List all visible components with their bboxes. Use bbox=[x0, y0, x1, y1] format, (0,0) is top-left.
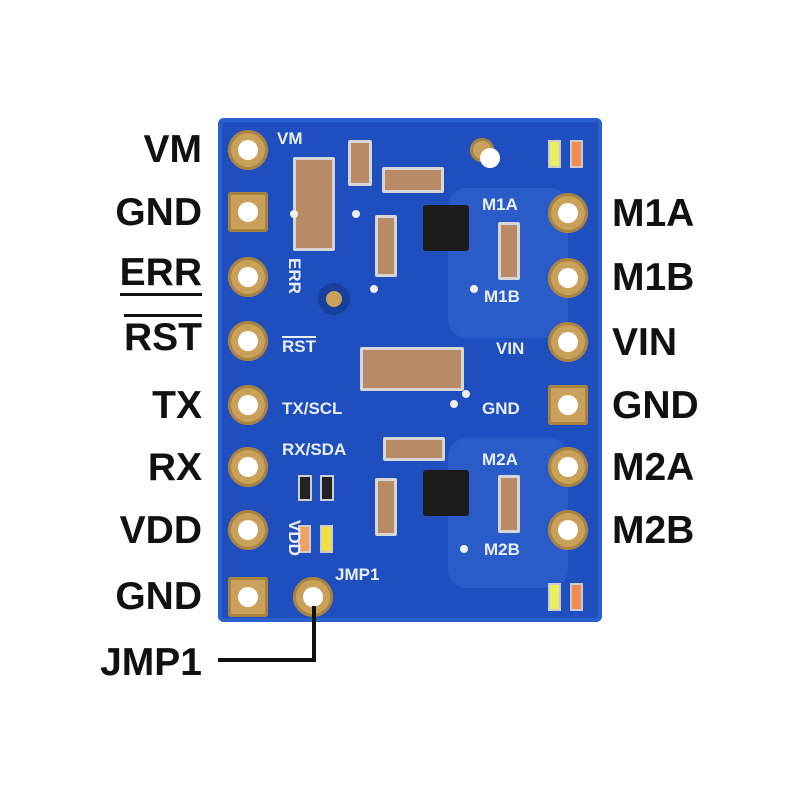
pad-m2b bbox=[548, 510, 588, 550]
resistor bbox=[320, 475, 334, 501]
silk-m2b: M2B bbox=[484, 540, 520, 559]
pad-gnd-right bbox=[548, 385, 588, 425]
mounting-hole bbox=[318, 283, 350, 315]
pin-label-vm: VM bbox=[143, 128, 203, 171]
pad-jmp1 bbox=[293, 577, 333, 617]
capacitor bbox=[360, 347, 464, 391]
pin-label-vin: VIN bbox=[612, 321, 678, 364]
pin-label-m1b: M1B bbox=[612, 256, 695, 299]
led-orange bbox=[570, 140, 583, 168]
capacitor bbox=[375, 215, 397, 277]
pad-vdd bbox=[228, 510, 268, 550]
pad-vin bbox=[548, 322, 588, 362]
pin-label-rst: RST bbox=[124, 314, 202, 359]
silk-rxsda: RX/SDA bbox=[282, 440, 347, 459]
led-yellow bbox=[548, 583, 561, 611]
pad-m1b bbox=[548, 258, 588, 298]
pin-label-rx: RX bbox=[147, 446, 202, 489]
silk-rst: RST bbox=[282, 336, 316, 356]
capacitor bbox=[375, 478, 397, 536]
led-orange bbox=[298, 525, 311, 553]
led-orange bbox=[570, 583, 583, 611]
pad-rx bbox=[228, 447, 268, 487]
capacitor bbox=[348, 140, 372, 186]
pad-rst bbox=[228, 321, 268, 361]
via bbox=[460, 545, 468, 553]
silk-m2a: M2A bbox=[482, 450, 518, 469]
pad-tx bbox=[228, 385, 268, 425]
silk-m1b: M1B bbox=[484, 287, 520, 306]
pad-err bbox=[228, 257, 268, 297]
capacitor bbox=[383, 437, 445, 461]
silk-gnd: GND bbox=[482, 399, 520, 418]
led-yellow bbox=[548, 140, 561, 168]
via bbox=[370, 285, 378, 293]
pin-label-err: ERR bbox=[119, 251, 202, 296]
resistor bbox=[298, 475, 312, 501]
motor-driver-chip-2 bbox=[423, 470, 469, 516]
pin-label-m2a: M2A bbox=[612, 446, 695, 489]
leader-line-horizontal bbox=[218, 658, 316, 662]
pad-gnd-bottom bbox=[228, 577, 268, 617]
via bbox=[450, 400, 458, 408]
silk-jmp1: JMP1 bbox=[335, 565, 380, 584]
pad-gnd bbox=[228, 192, 268, 232]
pin-label-jmp1: JMP1 bbox=[100, 641, 202, 684]
capacitor bbox=[498, 475, 520, 533]
pad-m1a bbox=[548, 193, 588, 233]
pin-label-vdd: VDD bbox=[119, 509, 202, 552]
silk-m1a: M1A bbox=[482, 195, 518, 214]
led-yellow bbox=[320, 525, 333, 553]
pin-label-gnd-left: GND bbox=[115, 191, 202, 234]
pin-label-m1a: M1A bbox=[612, 192, 695, 235]
capacitor bbox=[293, 157, 335, 251]
via bbox=[352, 210, 360, 218]
pad-vm bbox=[228, 130, 268, 170]
pin-label-gnd-right: GND bbox=[612, 384, 699, 427]
pin-label-gnd-bottom: GND bbox=[115, 575, 202, 618]
capacitor bbox=[498, 222, 520, 280]
silk-err: ERR bbox=[285, 258, 304, 294]
motor-driver-chip-1 bbox=[423, 205, 469, 251]
pad-small bbox=[470, 138, 500, 168]
pin-label-tx: TX bbox=[152, 384, 202, 427]
pad-m2a bbox=[548, 447, 588, 487]
silk-vin: VIN bbox=[496, 339, 525, 358]
capacitor bbox=[382, 167, 444, 193]
via bbox=[470, 285, 478, 293]
silk-vdd: VDD bbox=[285, 520, 304, 556]
silk-vm: VM bbox=[277, 129, 303, 148]
via bbox=[290, 210, 298, 218]
pin-label-m2b: M2B bbox=[612, 509, 695, 552]
silk-txscl: TX/SCL bbox=[282, 399, 343, 418]
leader-line-vertical bbox=[312, 606, 316, 662]
via bbox=[462, 390, 470, 398]
